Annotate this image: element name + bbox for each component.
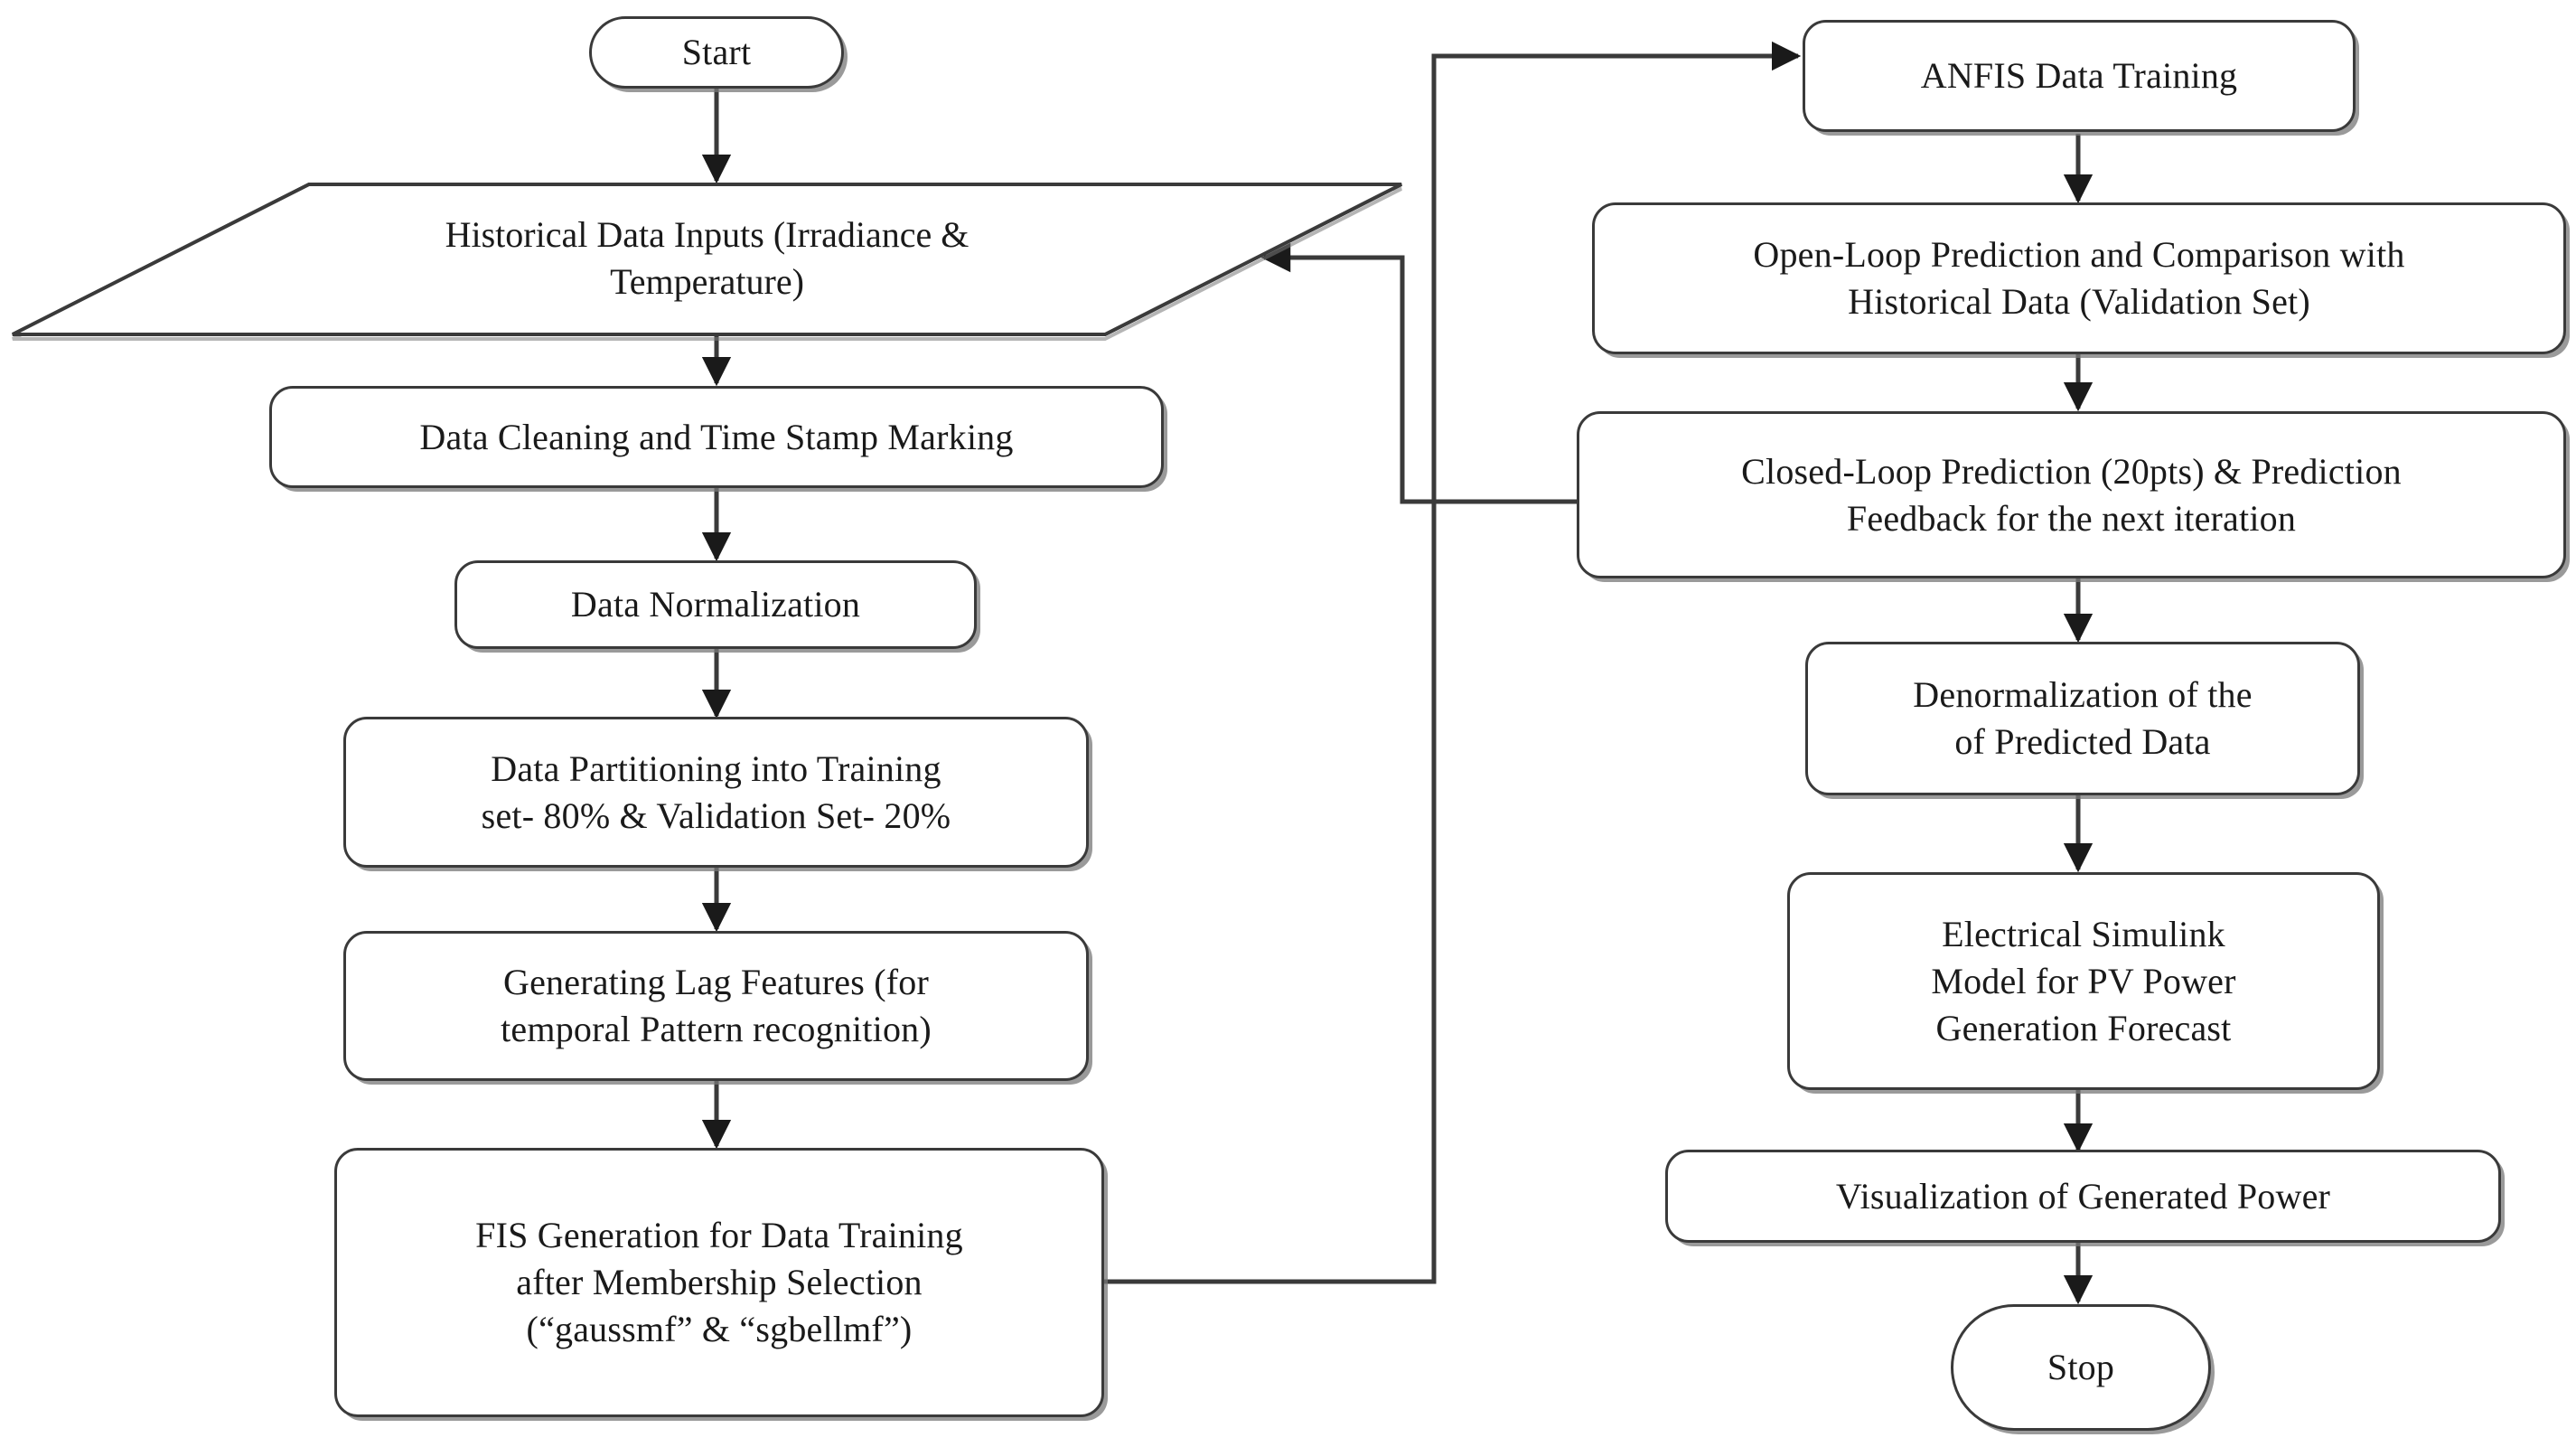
node-data-cleaning-label: Data Cleaning and Time Stamp Marking: [419, 416, 1014, 457]
node-fis-generation[interactable]: FIS Generation for Data Training after M…: [334, 1148, 1104, 1417]
node-lag-features[interactable]: Generating Lag Features (for temporal Pa…: [343, 931, 1089, 1081]
node-anfis-training[interactable]: ANFIS Data Training: [1803, 20, 2356, 132]
parallelogram-shape: [12, 183, 1402, 341]
node-start[interactable]: Start: [589, 16, 844, 89]
node-lag-features-label: Generating Lag Features (for temporal Pa…: [501, 962, 932, 1049]
node-open-loop-label: Open-Loop Prediction and Comparison with…: [1753, 234, 2405, 322]
node-stop[interactable]: Stop: [1951, 1304, 2211, 1431]
node-start-label: Start: [681, 32, 752, 72]
node-visualization-label: Visualization of Generated Power: [1835, 1175, 2331, 1217]
node-data-partitioning-label: Data Partitioning into Training set- 80%…: [481, 747, 951, 836]
node-open-loop[interactable]: Open-Loop Prediction and Comparison with…: [1592, 202, 2566, 354]
node-closed-loop-label: Closed-Loop Prediction (20pts) & Predict…: [1741, 450, 2402, 539]
node-denormalization-label: Denormalization of the of Predicted Data: [1913, 674, 2253, 762]
node-data-partitioning[interactable]: Data Partitioning into Training set- 80%…: [343, 717, 1089, 868]
node-stop-label: Stop: [2047, 1347, 2115, 1387]
node-data-normalization-label: Data Normalization: [570, 584, 861, 625]
node-historical-data-text: Historical Data Inputs (Irradiance & Tem…: [9, 181, 1405, 336]
node-data-cleaning[interactable]: Data Cleaning and Time Stamp Marking: [269, 386, 1164, 488]
node-simulink-model[interactable]: Electrical Simulink Model for PV Power G…: [1787, 872, 2380, 1090]
node-data-normalization[interactable]: Data Normalization: [454, 560, 977, 649]
node-simulink-model-label: Electrical Simulink Model for PV Power G…: [1931, 913, 2236, 1048]
node-denormalization[interactable]: Denormalization of the of Predicted Data: [1805, 642, 2360, 795]
node-visualization[interactable]: Visualization of Generated Power: [1665, 1150, 2501, 1243]
node-fis-generation-label: FIS Generation for Data Training after M…: [475, 1215, 963, 1349]
node-anfis-training-label: ANFIS Data Training: [1920, 55, 2238, 96]
node-historical-data[interactable]: Historical Data Inputs (Irradiance & Tem…: [9, 181, 1405, 341]
node-closed-loop[interactable]: Closed-Loop Prediction (20pts) & Predict…: [1577, 411, 2566, 578]
node-historical-data-label: Historical Data Inputs (Irradiance & Tem…: [445, 214, 970, 302]
